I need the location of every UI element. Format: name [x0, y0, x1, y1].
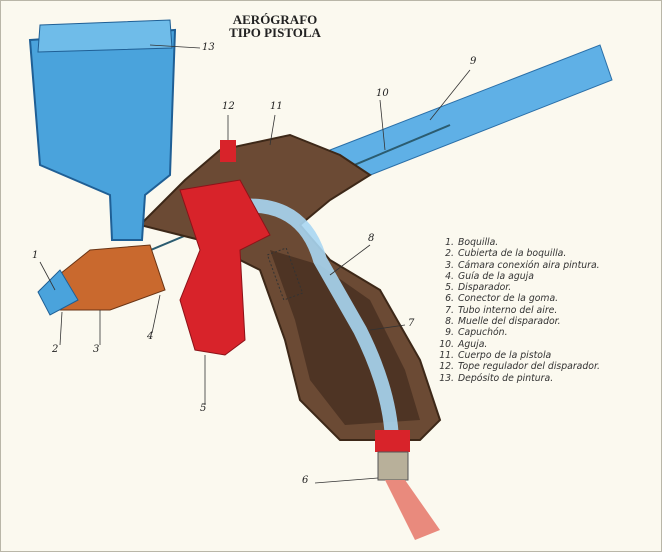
diagram-title: AERÓGRAFO TIPO PISTOLA [215, 13, 335, 39]
legend-text: Boquilla. [458, 237, 499, 248]
legend-text: Cámara conexión aira pintura. [458, 259, 600, 271]
legend-item: 13. Depósito de pintura. [438, 373, 600, 384]
legend-text: Aguja. [458, 338, 488, 350]
tank-lid-part [37, 19, 173, 53]
legend-item: 10. Aguja. [438, 339, 600, 350]
legend-number: 1. [445, 237, 454, 248]
legend-text: Cubierta de la boquilla. [458, 248, 567, 260]
legend-number: 9. [445, 327, 454, 339]
legend-item: 8. Muelle del disparador. [438, 316, 600, 327]
legend-text: Cuerpo de la pistola [458, 349, 552, 361]
callout-4: 4 [147, 331, 154, 342]
hose-connector-part [375, 430, 410, 452]
callout-7: 7 [408, 318, 415, 329]
legend-item: 9. Capuchón. [438, 327, 600, 338]
legend-number: 8. [445, 316, 454, 328]
callout-6: 6 [302, 475, 309, 486]
legend-number: 6. [445, 293, 454, 305]
legend-item: 1. Boquilla. [438, 237, 600, 248]
legend-number: 11. [439, 349, 454, 361]
legend-number: 13. [439, 372, 454, 384]
hose-part [385, 480, 440, 540]
callout-11: 11 [270, 101, 283, 112]
hose-nut-part [377, 451, 409, 481]
leader-lines [39, 44, 471, 484]
legend-item: 6. Conector de la goma. [438, 293, 600, 304]
callout-3: 3 [93, 344, 100, 355]
legend-text: Tope regulador del disparador. [458, 361, 600, 373]
legend-number: 2. [445, 248, 454, 260]
nozzle-tip [37, 269, 79, 316]
legend-text: Conector de la goma. [458, 293, 559, 305]
legend-number: 12. [439, 361, 454, 373]
legend-item: 12. Tope regulador del disparador. [438, 361, 600, 372]
legend-item: 11. Cuerpo de la pistola [438, 350, 600, 361]
callout-2: 2 [52, 344, 59, 355]
legend-number: 7. [445, 304, 454, 316]
callout-5: 5 [200, 403, 207, 414]
title-line-2: TIPO PISTOLA [229, 25, 321, 40]
legend-text: Muelle del disparador. [458, 316, 561, 328]
legend-text: Disparador. [458, 282, 512, 294]
legend-item: 3. Cámara conexión aira pintura. [438, 260, 600, 271]
callout-12: 12 [222, 101, 235, 112]
legend-item: 7. Tubo interno del aire. [438, 305, 600, 316]
callout-9: 9 [470, 56, 477, 67]
callout-8: 8 [368, 233, 375, 244]
legend-number: 4. [445, 270, 454, 282]
callout-1: 1 [32, 250, 39, 261]
callout-10: 10 [376, 88, 389, 99]
callout-13: 13 [202, 42, 215, 53]
air-tube-part [213, 198, 399, 441]
legend-item: 2. Cubierta de la boquilla. [438, 248, 600, 259]
legend-text: Depósito de pintura. [458, 372, 554, 384]
legend-item: 4. Guía de la aguja [438, 271, 600, 282]
legend-number: 5. [445, 282, 454, 294]
legend-text: Capuchón. [458, 327, 508, 339]
legend-text: Guía de la aguja [458, 270, 534, 282]
legend-item: 5. Disparador. [438, 282, 600, 293]
spring-part [266, 247, 304, 301]
paint-tank-part [28, 28, 177, 241]
parts-legend: 1. Boquilla. 2. Cubierta de la boquilla. 3. C… [438, 237, 600, 384]
legend-number: 3. [445, 259, 454, 271]
trigger-part [179, 179, 271, 356]
title-line-1: AERÓGRAFO [232, 12, 318, 27]
legend-number: 10. [439, 338, 454, 350]
legend-text: Tubo interno del aire. [458, 304, 558, 316]
trigger-stop-part [220, 140, 236, 162]
